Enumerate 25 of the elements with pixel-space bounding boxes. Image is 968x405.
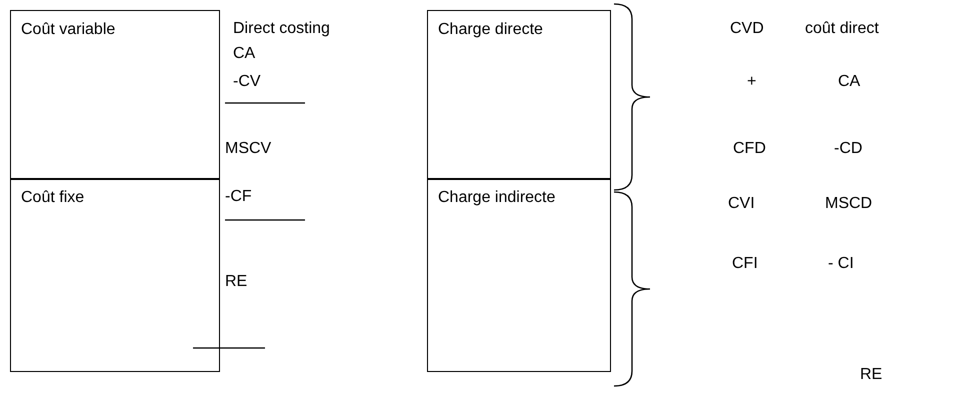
table-cell <box>427 10 611 180</box>
formula-term: CA <box>838 73 860 91</box>
table-cell <box>427 178 611 372</box>
cell-heading: Coût fixe <box>21 189 84 207</box>
formula-term: RE <box>860 366 882 384</box>
formula-term: Direct costing <box>233 20 330 38</box>
formula-term: MSCV <box>225 140 272 158</box>
formula-term: coût direct <box>805 20 879 38</box>
formula-term: CA <box>233 45 256 63</box>
formula-term: -CV <box>233 73 261 91</box>
formula-term: CFD <box>733 140 766 158</box>
table-cell <box>10 10 220 180</box>
formula-term: RE <box>225 273 248 291</box>
formula-term: - CI <box>828 255 854 273</box>
formula-term: CVI <box>728 195 755 213</box>
cell-heading: Charge indirecte <box>438 189 556 207</box>
formula-term: -CF <box>225 188 252 206</box>
formula-term: CFI <box>732 255 758 273</box>
formula-term: MSCD <box>825 195 872 213</box>
formula-term: CVD <box>730 20 764 38</box>
cell-heading: Charge directe <box>438 21 543 39</box>
cell-heading: Coût variable <box>21 21 116 39</box>
formula-term: -CD <box>834 140 862 158</box>
formula-term: + <box>747 73 756 91</box>
table-cell <box>10 178 220 372</box>
